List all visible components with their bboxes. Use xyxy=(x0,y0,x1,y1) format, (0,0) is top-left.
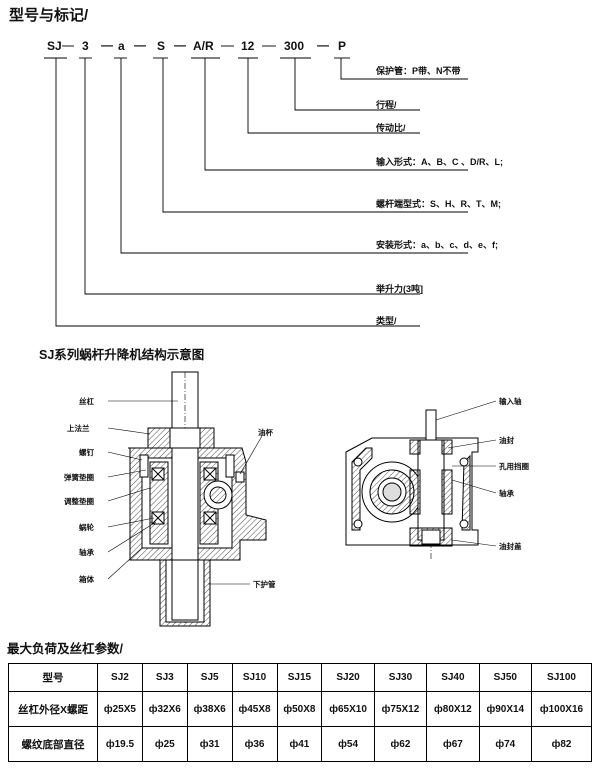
model-cell: SJ15 xyxy=(276,663,323,692)
code-label-type: 类型/ xyxy=(376,316,397,326)
code-label-screw-end: 螺杆端型式：S、H、R、T、M; xyxy=(376,199,501,209)
root-cell: ф67 xyxy=(426,726,480,762)
part-label-retaining-ring: 孔用挡圈 xyxy=(499,462,529,471)
part-label-oil-seal-cap: 油封盖 xyxy=(499,542,522,551)
part-label-oil-cup: 油杯 xyxy=(258,428,273,437)
root-cell: ф31 xyxy=(186,726,233,762)
screw-cell: ф50X8 xyxy=(276,691,323,727)
code-dash: — xyxy=(174,38,186,52)
section-title-model-marking: 型号与标记/ xyxy=(9,7,89,24)
code-label-capacity: 举升力(3吨] xyxy=(376,284,423,294)
code-part-protection: P xyxy=(338,39,347,53)
row-header-model: 型号 xyxy=(8,663,98,692)
row-header-root-diameter: 螺纹底部直径 xyxy=(8,726,98,762)
root-cell: ф62 xyxy=(373,726,428,762)
code-part-type: SJ xyxy=(47,39,62,53)
code-dash: — xyxy=(101,38,113,52)
part-label-lower-tube: 下护管 xyxy=(253,580,276,589)
code-dash: — xyxy=(317,38,329,52)
part-label-screw: 丝杠 xyxy=(79,397,94,406)
root-cell: ф82 xyxy=(531,726,592,762)
screw-cell: ф32X6 xyxy=(141,691,188,727)
part-label-bearing: 轴承 xyxy=(79,548,94,557)
section-title-structure: SJ系列蜗杆升降机结构示意图 xyxy=(39,348,205,362)
model-cell: SJ2 xyxy=(97,663,143,692)
model-cell: SJ40 xyxy=(426,663,480,692)
code-label-ratio: 传动比/ xyxy=(376,123,406,133)
model-cell: SJ30 xyxy=(373,663,428,692)
code-part-mounting: a xyxy=(118,39,125,53)
code-dash: — xyxy=(134,38,146,52)
root-cell: ф25 xyxy=(141,726,188,762)
screw-cell: ф38X6 xyxy=(186,691,233,727)
code-label-stroke: 行程/ xyxy=(376,100,397,110)
part-label-oil-seal: 油封 xyxy=(499,436,514,445)
table-row: 螺纹底部直径 ф19.5 ф25 ф31 ф36 ф41 ф54 ф62 ф67… xyxy=(8,726,592,762)
part-label-adjust-washer: 调整垫圈 xyxy=(64,497,94,506)
model-cell: SJ50 xyxy=(478,663,533,692)
part-label-screw-bolt: 螺钉 xyxy=(79,448,94,457)
screw-cell: ф65X10 xyxy=(321,691,375,727)
part-label-upper-flange: 上法兰 xyxy=(67,424,90,433)
root-cell: ф19.5 xyxy=(97,726,143,762)
model-cell: SJ10 xyxy=(231,663,278,692)
spec-table: 型号 SJ2 SJ3 SJ5 SJ10 SJ15 SJ20 SJ30 SJ40 … xyxy=(8,663,592,762)
right-section-view xyxy=(345,409,479,560)
part-label-housing: 箱体 xyxy=(79,575,94,584)
root-cell: ф41 xyxy=(276,726,323,762)
code-part-input: A/R xyxy=(193,39,214,53)
screw-cell: ф100X16 xyxy=(531,691,592,727)
model-cell: SJ100 xyxy=(531,663,592,692)
screw-cell: ф80X12 xyxy=(426,691,480,727)
model-cell: SJ3 xyxy=(141,663,188,692)
code-label-mounting: 安装形式：a、b、c、d、e、f; xyxy=(376,240,499,250)
screw-cell: ф75X12 xyxy=(373,691,428,727)
screw-cell: ф45X8 xyxy=(231,691,278,727)
left-section-view xyxy=(128,371,267,627)
model-cell: SJ20 xyxy=(321,663,375,692)
table-row: 丝杠外径X螺距 ф25X5 ф32X6 ф38X6 ф45X8 ф50X8 ф6… xyxy=(8,691,592,727)
code-part-capacity: 3 xyxy=(82,39,89,53)
code-part-screw-end: S xyxy=(157,39,166,53)
code-part-stroke: 300 xyxy=(284,39,305,53)
screw-cell: ф90X14 xyxy=(478,691,533,727)
screw-cell: ф25X5 xyxy=(97,691,143,727)
section-title-load-params: 最大负荷及丝杠参数/ xyxy=(7,642,123,656)
part-label-spring-washer: 弹簧垫圈 xyxy=(64,473,94,482)
part-label-right-bearing: 轴承 xyxy=(499,489,514,498)
part-label-input-shaft: 输入轴 xyxy=(499,397,522,406)
part-label-worm-gear: 蜗轮 xyxy=(79,523,94,532)
root-cell: ф54 xyxy=(321,726,375,762)
code-label-protection: 保护管：P带、N不带 xyxy=(376,66,461,76)
root-cell: ф36 xyxy=(231,726,278,762)
model-cell: SJ5 xyxy=(186,663,233,692)
row-header-screw: 丝杠外径X螺距 xyxy=(8,691,98,727)
code-label-input: 输入形式：A、B、C 、D/R、L; xyxy=(376,157,503,167)
root-cell: ф74 xyxy=(478,726,533,762)
table-row: 型号 SJ2 SJ3 SJ5 SJ10 SJ15 SJ20 SJ30 SJ40 … xyxy=(8,663,592,692)
code-part-ratio: 12 xyxy=(241,39,255,53)
